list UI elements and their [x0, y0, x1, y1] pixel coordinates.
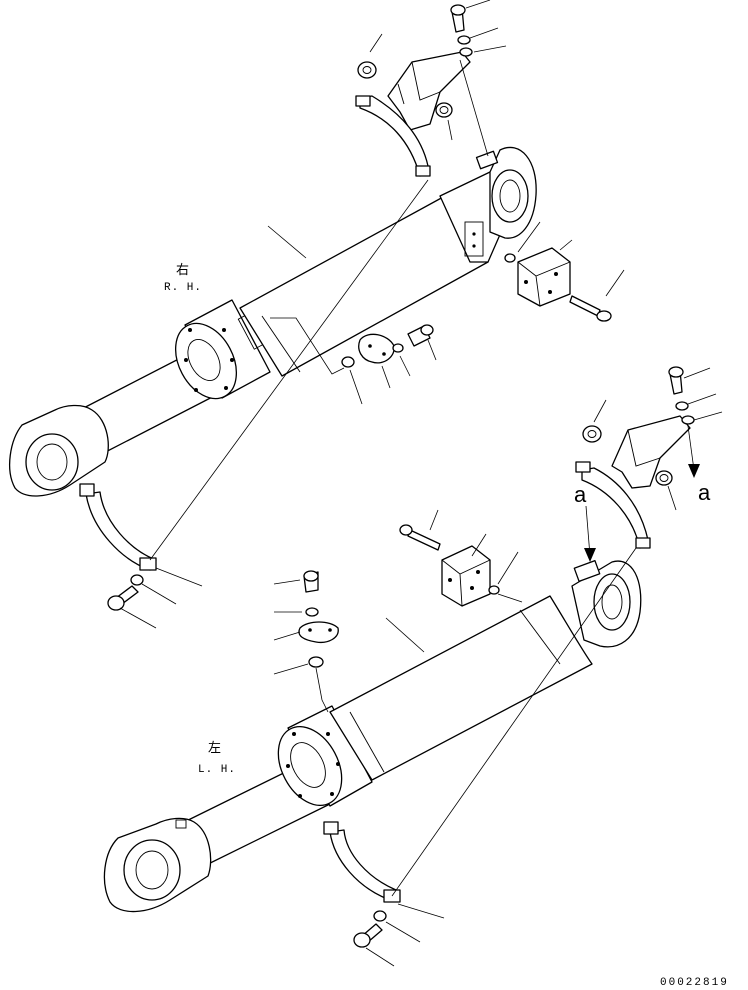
lh-label-jp: 左: [208, 741, 221, 756]
rh-bracket-washer-1: [457, 35, 471, 45]
lh-cover-plate: [298, 621, 339, 644]
rh-rod-eye: [9, 404, 109, 497]
rh-lower-clamp: [79, 483, 157, 571]
lh-bracket-nut-left: [582, 425, 602, 443]
lh-o-ring: [488, 585, 500, 595]
view-ref-mark-1: a: [574, 482, 587, 507]
lh-bracket-washer-2: [681, 415, 695, 425]
lh-label-en: L. H.: [198, 764, 236, 776]
lh-washer: [305, 607, 319, 617]
rh-relief-valve-block: [517, 247, 571, 307]
rh-upper-clamp: [355, 95, 431, 177]
lh-o-ring-small: [308, 656, 324, 668]
rh-upper-bracket: [387, 51, 471, 131]
rh-o-ring: [504, 253, 516, 263]
rh-head-flange: [175, 299, 275, 400]
rh-label-en: R. H.: [164, 282, 202, 294]
rh-label-jp: 右: [176, 263, 189, 278]
rh-lower-washer: [130, 574, 144, 586]
lh-relief-valve-block: [441, 545, 491, 607]
view-ref-mark-2: a: [698, 480, 711, 505]
rh-bracket-bolt: [450, 4, 466, 33]
lh-upper-clamp: [575, 461, 651, 549]
lh-upper-bracket: [611, 415, 691, 489]
lh-lower-clamp: [323, 821, 401, 903]
rh-cover-plate: [358, 333, 395, 364]
rh-bracket-nut-left: [357, 61, 377, 79]
lh-bracket-bolt: [668, 366, 684, 395]
rh-bracket-nut-right: [435, 102, 453, 118]
lh-bracket-nut-right: [655, 470, 673, 486]
drawing-code: 00022819: [660, 977, 729, 989]
rh-o-ring-small: [341, 356, 355, 368]
rh-bottom-eye: [475, 146, 537, 239]
rh-bottom-block: [439, 171, 503, 263]
lh-block-bolt: [399, 524, 441, 551]
rh-block-bolt: [569, 295, 612, 322]
lh-head-bolt: [303, 570, 319, 593]
rh-bracket-washer-2: [459, 47, 473, 57]
rh-lower-bolt: [107, 585, 139, 611]
lh-rod-eye: [103, 817, 212, 913]
lh-lower-washer: [373, 910, 387, 922]
rh-washer: [392, 343, 404, 353]
lh-bottom-eye: [571, 560, 642, 648]
rh-plate-bolt: [407, 324, 434, 347]
lh-cylinder-assembly: [103, 366, 723, 967]
rh-cylinder-assembly: [9, 0, 625, 629]
lh-head-flange: [277, 705, 373, 807]
lh-lower-bolt: [353, 923, 383, 948]
lh-bracket-washer-1: [675, 401, 689, 411]
lh-cylinder-tube: [329, 595, 593, 781]
